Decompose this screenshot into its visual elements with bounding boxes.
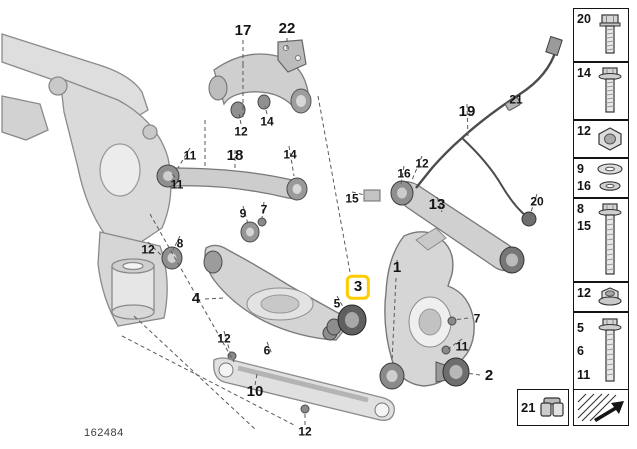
bottom-boxes: 21	[517, 389, 629, 426]
callout-13[interactable]: 13	[428, 195, 446, 213]
callout-22[interactable]: 22	[278, 19, 296, 37]
callout-16[interactable]: 16	[397, 166, 411, 181]
callout-3[interactable]: 3	[345, 274, 371, 300]
direction-symbol-box	[573, 389, 629, 426]
bushing-3	[326, 304, 367, 336]
fastener-cell-14[interactable]: 14	[573, 62, 629, 120]
fastener-number: 6	[577, 344, 584, 359]
callout-1[interactable]: 1	[392, 258, 402, 276]
fastener-numbers: 14	[576, 65, 593, 117]
callout-14[interactable]: 14	[260, 114, 274, 129]
fastener-cell-12[interactable]: 12	[573, 282, 629, 312]
fastener-numbers: 12	[576, 285, 593, 309]
washers-icon	[593, 161, 626, 195]
leader-lines	[121, 38, 538, 431]
callout-12[interactable]: 12	[298, 424, 312, 439]
wheel-carrier	[379, 227, 475, 390]
callout-7[interactable]: 7	[473, 311, 481, 326]
fastener-number: 14	[577, 66, 591, 80]
bushing-2	[435, 357, 470, 387]
callout-8[interactable]: 8	[176, 236, 184, 251]
callout-15[interactable]: 15	[345, 191, 359, 206]
flange-nut-icon	[593, 285, 626, 309]
callout-4[interactable]: 4	[191, 289, 201, 307]
mounting-bracket	[277, 39, 307, 73]
callout-2[interactable]: 2	[484, 366, 494, 384]
fastener-numbers: 5 6 11	[576, 315, 593, 387]
fastener-number: 11	[577, 368, 591, 383]
short-bolt-icon	[593, 11, 626, 59]
fastener-number: 8	[577, 202, 584, 216]
callout-12[interactable]: 12	[234, 124, 248, 139]
fastener-number: 16	[577, 179, 591, 193]
callout-12[interactable]: 12	[141, 242, 155, 257]
hex-nut-icon	[593, 123, 626, 155]
callout-5[interactable]: 5	[333, 296, 341, 311]
camber-arm	[156, 164, 308, 201]
fastener-cell-20[interactable]: 20	[573, 8, 629, 62]
direction-hatch-icon	[574, 392, 628, 423]
callout-17[interactable]: 17	[234, 21, 252, 39]
fastener-number: 12	[577, 286, 591, 300]
abs-sensor-cable	[415, 35, 563, 227]
callout-7[interactable]: 7	[260, 202, 268, 217]
fastener-number: 15	[577, 219, 591, 233]
fastener-numbers: 12	[576, 123, 593, 155]
callout-21[interactable]: 21	[509, 92, 523, 107]
subframe-bushings	[161, 217, 267, 270]
cable-clip-icon	[537, 396, 567, 420]
long-bolt-icon	[593, 201, 626, 279]
fastener-number: 20	[577, 12, 591, 26]
callout-12[interactable]: 12	[217, 331, 231, 346]
fastener-cell-5-6-11[interactable]: 5 6 11	[573, 312, 629, 390]
clip-box-number: 21	[521, 400, 536, 415]
callout-11[interactable]: 11	[455, 339, 469, 354]
callout-19[interactable]: 19	[458, 102, 476, 120]
clip-box[interactable]: 21	[517, 389, 569, 426]
callout-18[interactable]: 18	[226, 146, 244, 164]
callout-11[interactable]: 11	[170, 177, 184, 192]
flange-bolt-icon	[593, 65, 626, 117]
fastener-number: 5	[577, 320, 584, 335]
callout-9[interactable]: 9	[239, 206, 247, 221]
callout-12[interactable]: 12	[415, 156, 429, 171]
callout-14[interactable]: 14	[283, 147, 297, 162]
callout-20[interactable]: 20	[530, 194, 544, 209]
track-rod	[363, 180, 525, 274]
fastener-number: 9	[577, 162, 584, 176]
callout-11[interactable]: 11	[183, 148, 197, 163]
diagram-number: 162484	[84, 427, 124, 439]
push-rod	[213, 357, 395, 421]
fastener-number: 12	[577, 124, 591, 138]
medium-bolt-icon	[593, 315, 626, 387]
fastener-cell-12[interactable]: 12	[573, 120, 629, 158]
callout-10[interactable]: 10	[246, 382, 264, 400]
rear-subframe	[1, 33, 172, 327]
fastener-numbers: 20	[576, 11, 593, 59]
callout-6[interactable]: 6	[263, 343, 271, 358]
